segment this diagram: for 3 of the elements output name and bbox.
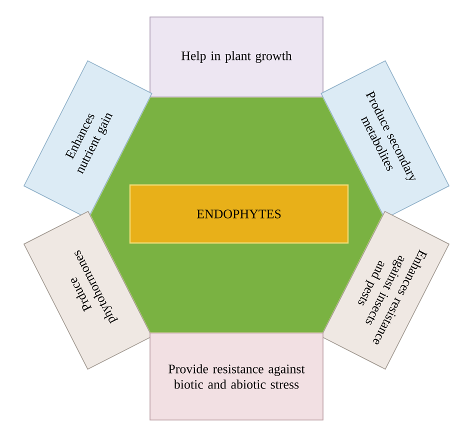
center-box: ENDOPHYTES <box>129 184 349 244</box>
outcome-box: Provide resistance against biotic and abiotic stress <box>150 332 324 420</box>
outcome-box: Help in plant growth <box>150 16 324 98</box>
